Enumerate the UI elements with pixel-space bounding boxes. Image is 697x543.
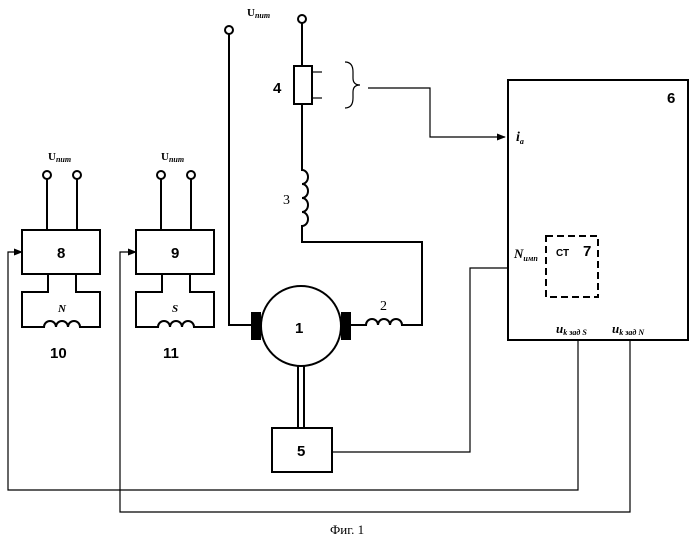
- supply-terminal-motor: [225, 26, 233, 325]
- supply-terminals-8: [43, 171, 81, 230]
- label-7: 7: [583, 243, 591, 260]
- motor-brush-right: [341, 312, 351, 340]
- current-sensor-resistor: [294, 66, 312, 104]
- label-3: 3: [283, 193, 290, 208]
- label-10: 10: [50, 345, 67, 362]
- current-brace: [345, 62, 360, 108]
- coil-n: [44, 321, 80, 327]
- coil-s: [158, 321, 194, 327]
- motor-brush-left: [251, 312, 261, 340]
- label-4: 4: [273, 80, 282, 97]
- label-2: 2: [380, 299, 387, 314]
- label-9: 9: [171, 245, 179, 262]
- label-11: 11: [163, 345, 179, 362]
- supply-label-9: Uпит: [161, 151, 184, 164]
- label-5: 5: [297, 443, 305, 460]
- current-signal-wire: [368, 88, 505, 137]
- supply-label-top: Uпит: [247, 7, 270, 20]
- pole-label-n: N: [57, 303, 67, 315]
- supply-label-8: Uпит: [48, 151, 71, 164]
- pole-label-s: S: [172, 303, 178, 315]
- supply-terminals-9: [157, 171, 195, 230]
- label-1: 1: [295, 320, 303, 337]
- counter-label: СТ: [556, 248, 569, 259]
- winding-inductor-2: [366, 319, 402, 325]
- control-unit: [508, 80, 688, 340]
- figure-caption: Фиг. 1: [330, 522, 364, 537]
- series-winding-inductor: [302, 170, 308, 226]
- supply-terminal-series: [298, 15, 306, 66]
- label-8: 8: [57, 245, 65, 262]
- label-6: 6: [667, 90, 675, 107]
